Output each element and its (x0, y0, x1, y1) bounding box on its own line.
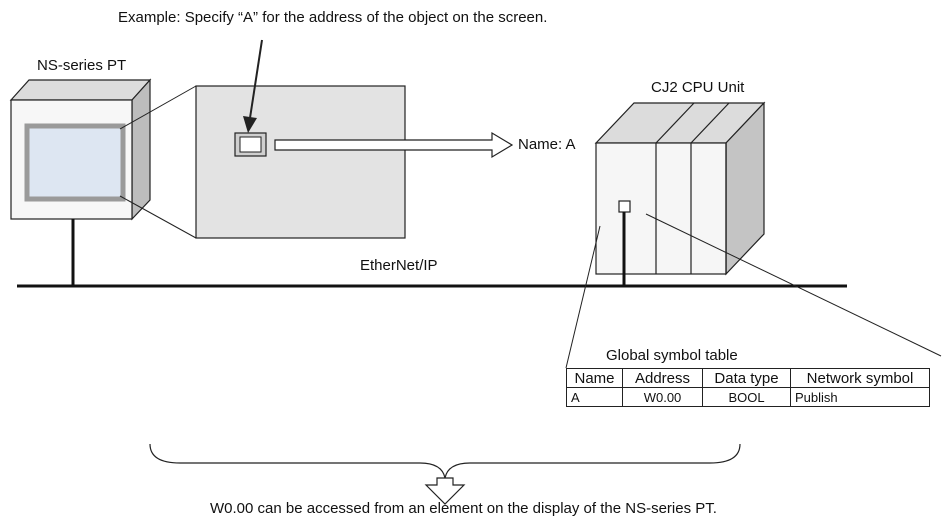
enlarged-screen (195, 85, 406, 239)
down-arrow (424, 477, 466, 505)
column-header-address: Address (622, 368, 703, 388)
example-caption: Example: Specify “A” for the address of … (118, 9, 548, 26)
ns-pt-label: NS-series PT (37, 57, 127, 74)
zoom-line-bottom (119, 195, 197, 239)
table-row: A W0.00 BOOL Publish (566, 387, 930, 407)
grouping-brace (149, 443, 741, 479)
cj2-cpu-unit (594, 101, 766, 276)
bottom-caption: W0.00 can be accessed from an element on… (210, 500, 717, 517)
symbol-table-title: Global symbol table (606, 347, 738, 364)
column-header-network-symbol: Network symbol (790, 368, 930, 388)
callout-line-right (645, 213, 942, 357)
ns-pt-device (9, 78, 152, 221)
network-label: EtherNet/IP (360, 257, 438, 274)
column-header-data-type: Data type (702, 368, 791, 388)
zoom-line-top (119, 85, 197, 130)
global-symbol-table: Name Address Data type Network symbol A … (566, 368, 930, 407)
cell-name: A (566, 387, 623, 407)
pointer-arrow (243, 39, 263, 133)
cell-network-symbol: Publish (790, 387, 930, 407)
cell-address: W0.00 (622, 387, 703, 407)
callout-line-left (565, 225, 601, 369)
screen-object (234, 132, 267, 157)
cell-data-type: BOOL (702, 387, 791, 407)
column-header-name: Name (566, 368, 623, 388)
name-arrow (274, 131, 514, 159)
cpu-unit-label: CJ2 CPU Unit (651, 79, 745, 96)
name-label: Name: A (518, 136, 576, 153)
table-header-row: Name Address Data type Network symbol (566, 368, 930, 388)
